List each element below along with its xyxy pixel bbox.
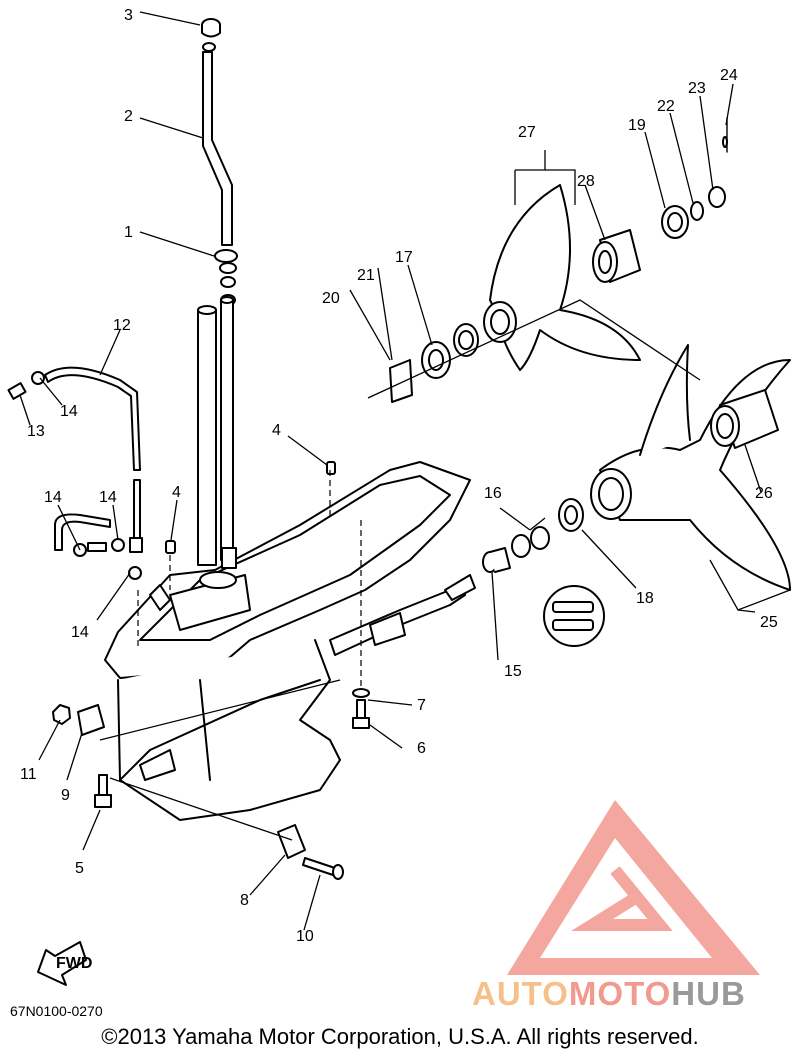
cotter-pin-part-24 bbox=[722, 117, 728, 153]
callout-21: 21 bbox=[357, 267, 375, 284]
assembly-guide-lines bbox=[137, 470, 362, 690]
callout-8: 8 bbox=[240, 892, 249, 909]
hose-clamps-part-14 bbox=[31, 371, 142, 580]
diagram-part-code: 67N0100-0270 bbox=[10, 1003, 103, 1019]
group-brackets bbox=[367, 150, 791, 613]
washer-part-22 bbox=[690, 201, 704, 221]
callout-4: 4 bbox=[272, 422, 281, 439]
washers-part-16 bbox=[511, 526, 550, 558]
water-tube-part-12 bbox=[44, 366, 141, 551]
callout-1: 1 bbox=[124, 224, 133, 241]
callout-28: 28 bbox=[577, 173, 595, 190]
grommet-part-13 bbox=[7, 382, 27, 400]
watermark-word-hub: HUB bbox=[671, 975, 746, 1012]
callout-14: 14 bbox=[71, 624, 89, 641]
bolt-part-6 bbox=[352, 699, 370, 729]
propeller-shaft bbox=[329, 574, 476, 656]
callout-27: 27 bbox=[518, 124, 536, 141]
fwd-direction-arrow: FWD bbox=[37, 941, 92, 986]
callout-23: 23 bbox=[688, 80, 706, 97]
callout-5: 5 bbox=[75, 860, 84, 877]
fwd-label: FWD bbox=[56, 955, 92, 972]
watermark-word-auto: AUTO bbox=[472, 975, 569, 1012]
anode-part-9 bbox=[77, 704, 105, 736]
callout-14: 14 bbox=[60, 403, 78, 420]
screw-part-10 bbox=[302, 857, 344, 880]
callout-numbers: 3 2 1 12 14 13 4 4 14 14 14 27 28 19 22 … bbox=[20, 7, 778, 945]
callout-25: 25 bbox=[760, 614, 778, 631]
callout-17: 17 bbox=[395, 249, 413, 266]
washer-part-21 bbox=[421, 341, 451, 379]
watermark-word-moto: MOTO bbox=[568, 975, 672, 1012]
lower-casing-body bbox=[104, 461, 471, 821]
callout-11: 11 bbox=[20, 766, 37, 783]
callout-12: 12 bbox=[113, 317, 131, 334]
callout-14: 14 bbox=[99, 489, 117, 506]
callout-10: 10 bbox=[296, 928, 314, 945]
dowel-pins-part-4 bbox=[165, 461, 336, 554]
callout-6: 6 bbox=[417, 740, 426, 757]
spacer-part-15 bbox=[482, 547, 511, 573]
copyright-notice: ©2013 Yamaha Motor Corporation, U.S.A. A… bbox=[101, 1024, 699, 1049]
bolt-part-5 bbox=[94, 774, 112, 808]
washer-detail-inset bbox=[543, 585, 605, 647]
bushing-part-26 bbox=[710, 389, 779, 449]
nut-part-20 bbox=[389, 359, 413, 403]
nut-part-23 bbox=[708, 186, 726, 208]
bushing-part-3 bbox=[201, 18, 221, 52]
callout-14: 14 bbox=[44, 489, 62, 506]
callout-4: 4 bbox=[172, 484, 181, 501]
washer-part-7 bbox=[352, 688, 370, 698]
thrust-hub-part-19 bbox=[661, 205, 689, 239]
callout-15: 15 bbox=[504, 663, 522, 680]
callout-20: 20 bbox=[322, 290, 340, 307]
fitting-nipple bbox=[87, 537, 143, 553]
callout-19: 19 bbox=[628, 117, 646, 134]
callout-3: 3 bbox=[124, 7, 133, 24]
anode-part-8 bbox=[277, 824, 306, 859]
automotohub-watermark-text: AUTOMOTOHUB bbox=[472, 975, 746, 1013]
nut-part-11 bbox=[52, 704, 71, 725]
callout-16: 16 bbox=[484, 485, 502, 502]
thrust-washer-part-18 bbox=[558, 498, 584, 532]
drive-shaft-part-2 bbox=[202, 51, 233, 246]
callout-2: 2 bbox=[124, 108, 133, 125]
callout-13: 13 bbox=[27, 423, 45, 440]
spacer-part-17 bbox=[453, 323, 479, 357]
callout-leader-lines bbox=[19, 11, 762, 931]
propeller-part-25 bbox=[590, 344, 791, 591]
shift-rod-housing bbox=[197, 296, 234, 566]
callout-7: 7 bbox=[417, 697, 426, 714]
callout-24: 24 bbox=[720, 67, 738, 84]
callout-22: 22 bbox=[657, 98, 675, 115]
hub-part-28 bbox=[592, 229, 641, 283]
callout-18: 18 bbox=[636, 590, 654, 607]
callout-26: 26 bbox=[755, 485, 773, 502]
automotohub-logo-mark bbox=[507, 800, 760, 975]
callout-9: 9 bbox=[61, 787, 70, 804]
